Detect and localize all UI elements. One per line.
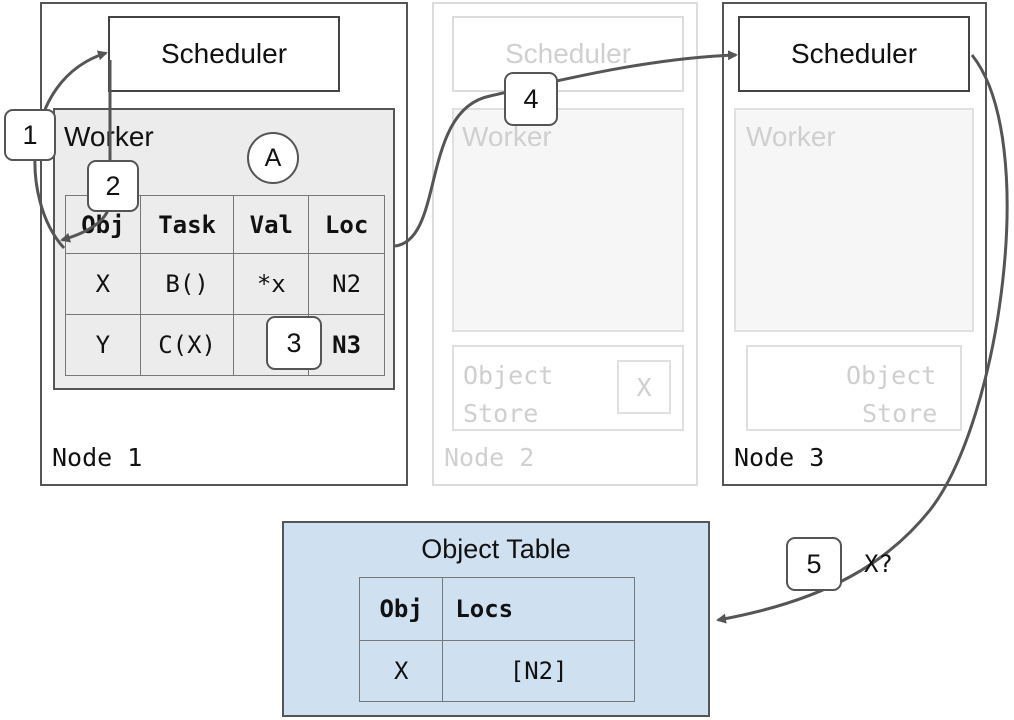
header-loc: Loc [308,195,385,254]
header-val: Val [233,195,310,254]
node-2-object-store [452,345,684,431]
cell-loc: N2 [308,253,385,315]
cell-obj: X [358,640,444,702]
node-2-label: Node 2 [444,443,535,472]
cell-locs: [N2] [442,640,635,702]
header-obj: Obj [358,577,444,641]
circle-a-badge: A [247,132,299,184]
cell-obj: X [65,253,141,315]
step-3-badge: 3 [266,316,322,370]
cell-obj: Y [65,314,141,376]
node-3-worker-label: Worker [746,121,836,152]
header-task: Task [139,195,235,254]
step-4-badge: 4 [504,72,558,126]
step-5-badge: 5 [786,537,842,591]
step-2-badge: 2 [87,160,139,212]
node-2-store-line1: Object [463,361,554,390]
node-2-stored-object: X [617,360,671,414]
cell-task: B() [139,253,235,315]
cell-task: C(X) [139,314,235,376]
table-header-row: Obj Locs [358,577,635,641]
node-3-label: Node 3 [734,443,825,472]
node-2-scheduler: Scheduler [452,16,684,92]
node-1-worker-label: Worker [64,121,154,152]
node-3-scheduler: Scheduler [738,16,970,92]
query-label: X? [864,550,893,578]
object-table-grid: Obj Locs X [N2] [358,577,635,702]
cell-val: *x [233,253,310,315]
worker-task-table: Obj Task Val Loc X B() *x N2 Y C(X) N3 [65,195,385,376]
node-1-label: Node 1 [52,443,143,472]
node-3-store-line2: Store [862,399,938,428]
header-locs: Locs [442,577,635,641]
object-table-title: Object Table [421,534,571,564]
table-row: X B() *x N2 [65,253,385,315]
node-2-store-line2: Store [463,399,539,428]
table-row: X [N2] [358,640,635,702]
table-row: Y C(X) N3 [65,314,385,376]
step-1-badge: 1 [4,109,56,161]
node-3-store-line1: Object [846,361,937,390]
node-1-scheduler: Scheduler [108,16,340,92]
